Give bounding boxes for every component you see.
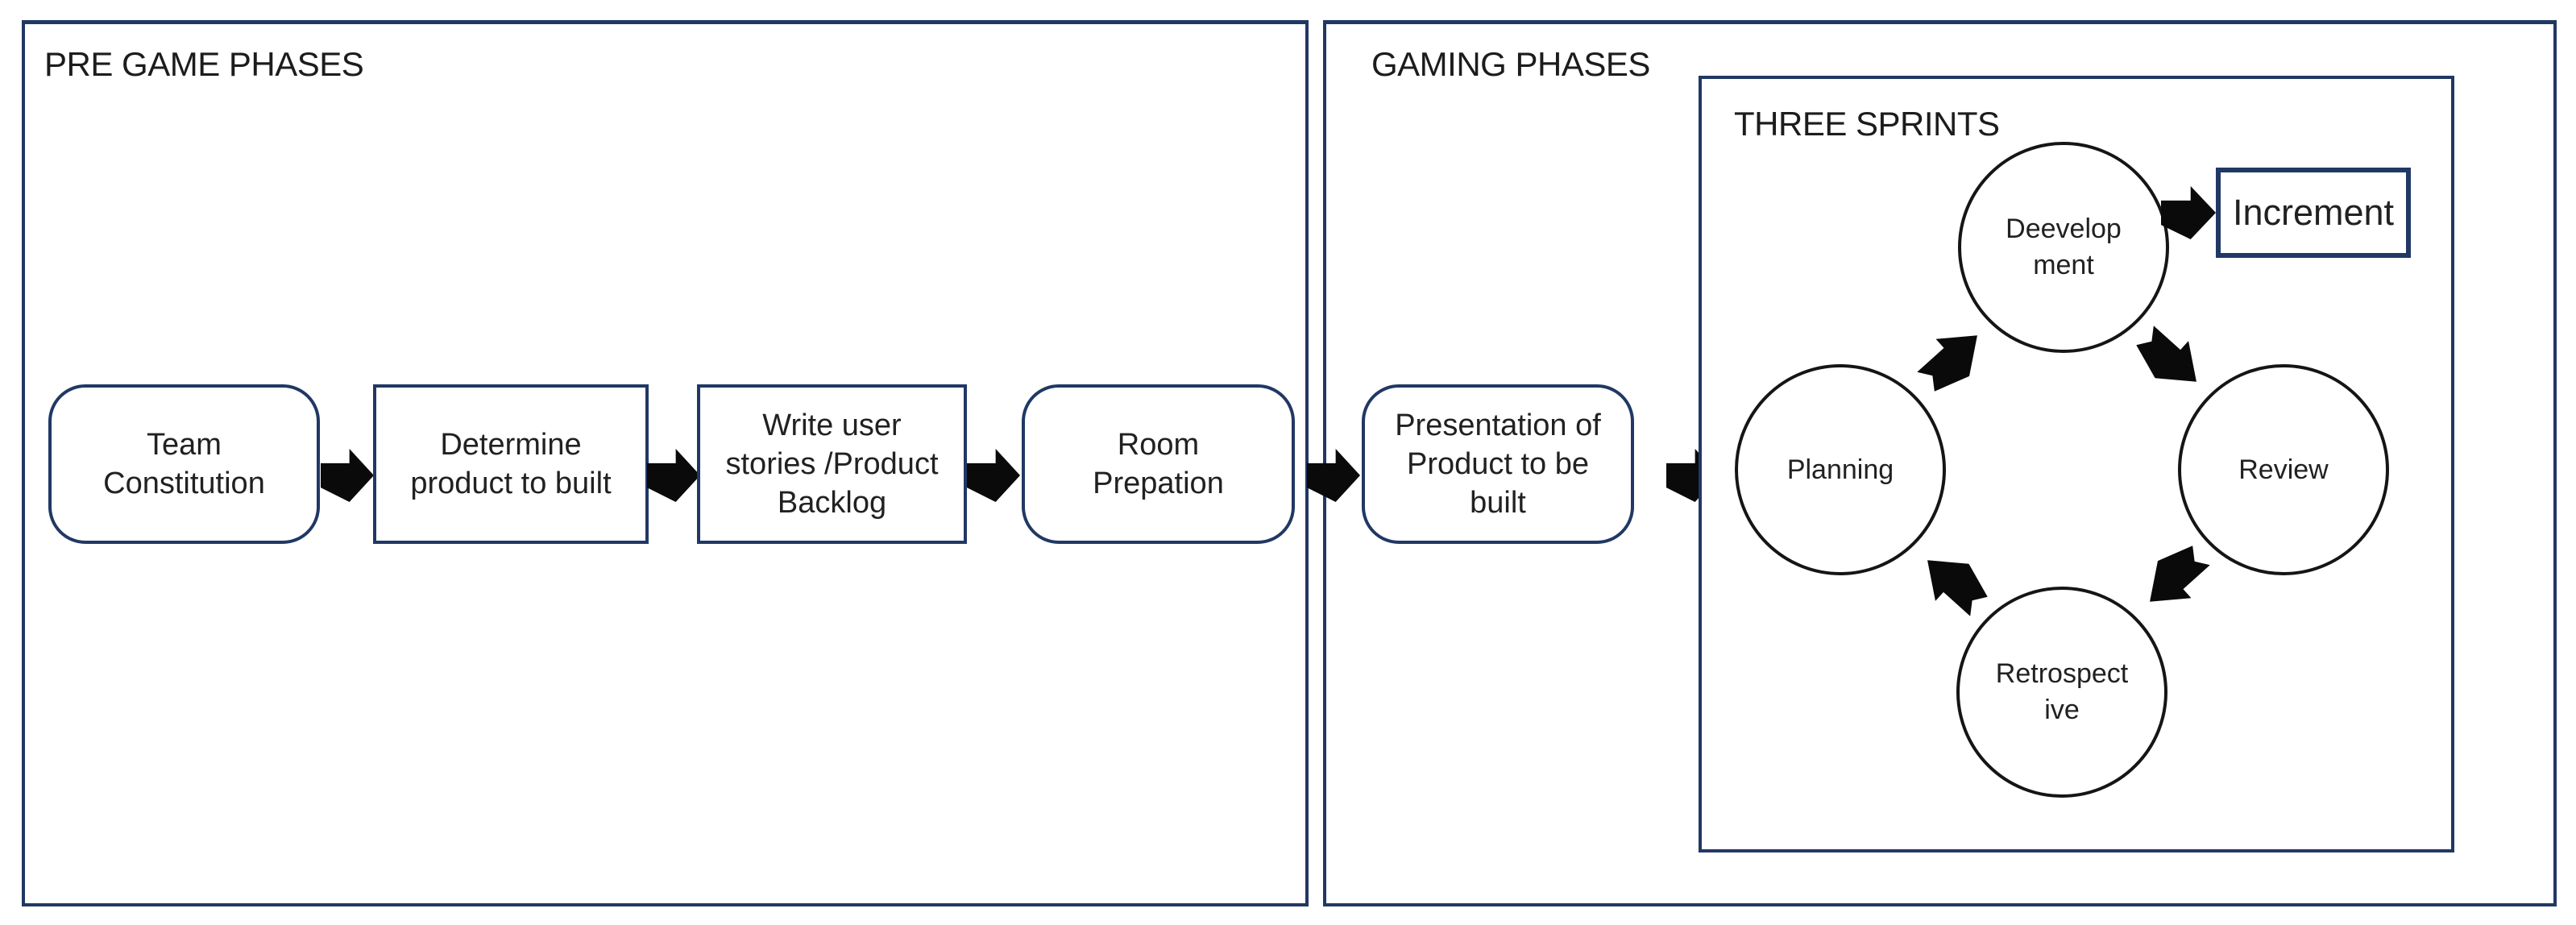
step-box-team-constitution: Team Constitution xyxy=(48,384,320,544)
step-box-presentation-of-product: Presentation of Product to be built xyxy=(1362,384,1634,544)
three-sprints-title: THREE SPRINTS xyxy=(1734,105,2000,143)
gaming-phases-title: GAMING PHASES xyxy=(1371,45,1650,83)
step-box-determine-product: Determine product to built xyxy=(373,384,649,544)
cycle-circle-development: Deevelop ment xyxy=(1958,142,2169,353)
step-box-write-user-stories: Write user stories /Product Backlog xyxy=(697,384,967,544)
step-box-room-prepation: Room Prepation xyxy=(1022,384,1295,544)
increment-box: Increment xyxy=(2216,168,2411,258)
cycle-circle-retrospective: Retrospect ive xyxy=(1956,587,2167,798)
cycle-circle-review: Review xyxy=(2178,364,2389,575)
pre-game-phases-title: PRE GAME PHASES xyxy=(44,45,364,83)
cycle-circle-planning: Planning xyxy=(1735,364,1946,575)
